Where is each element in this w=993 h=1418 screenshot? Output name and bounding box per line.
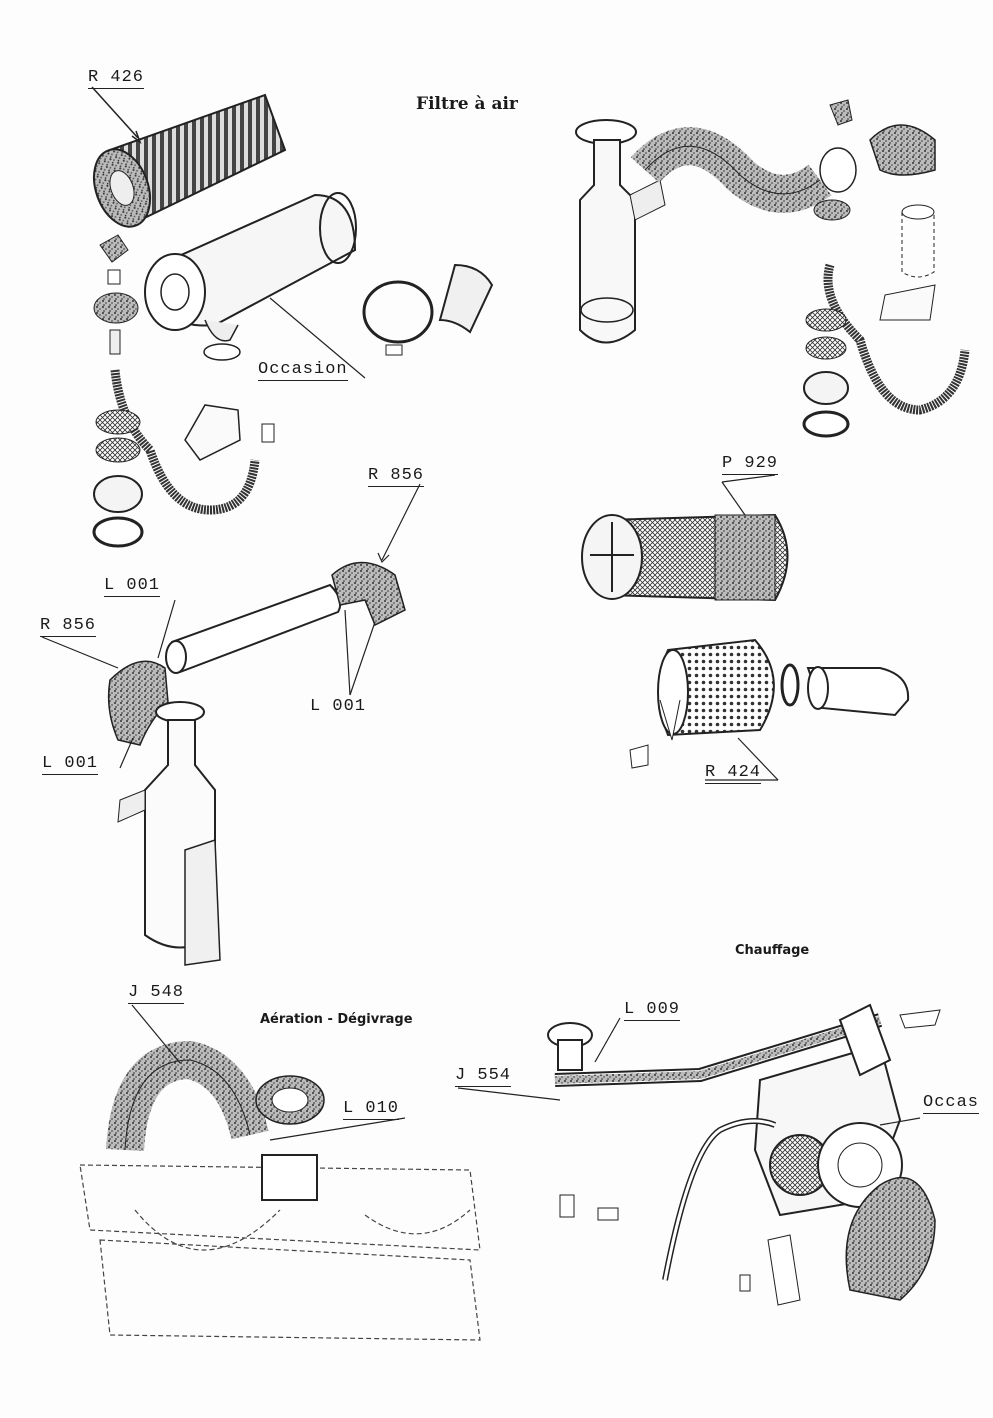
heater-tap-elbow: [838, 1003, 941, 1077]
intake-elbow-right: [780, 663, 910, 717]
part-label-l001-top: L 001: [104, 576, 161, 597]
defrost-duct: [261, 1154, 318, 1201]
flange-gasket: [255, 1075, 325, 1125]
part-label-occasion-heater: Occas: [923, 1093, 980, 1114]
air-filter-housing: [144, 192, 357, 361]
j548-ventilation-hose: [106, 1040, 269, 1152]
r426-filter-element: [92, 93, 287, 228]
bracket-left: [184, 404, 241, 461]
part-label-occasion-air: Occasion: [258, 360, 348, 381]
part-label-r424: R 424: [705, 763, 762, 784]
part-label-l009: L 009: [624, 1000, 681, 1021]
clamp-plate: [438, 263, 494, 334]
elbow-fittings-top-right: [813, 99, 936, 221]
r855-elbow: [331, 561, 406, 627]
section-title-heating: Chauffage: [735, 943, 810, 958]
filter-discs-right: [802, 308, 850, 438]
heater-outlet-duct: [845, 1176, 936, 1301]
r424-filter-element: [657, 638, 775, 741]
sediment-bowl: [879, 204, 936, 321]
intake-hose-top: [630, 127, 832, 213]
small-fittings-left: [93, 234, 139, 355]
section-title-air-filter: Filtre à air: [416, 94, 518, 114]
vacuum-hose-right: [823, 263, 970, 415]
r856-elbow: [107, 660, 169, 746]
hose-clamp: [362, 280, 434, 356]
section-title-ventilation: Aération - Dégivrage: [260, 1012, 413, 1027]
small-hardware-bottom: [559, 1194, 801, 1306]
part-label-r426: R 426: [88, 68, 145, 89]
part-label-p929: P 929: [722, 454, 779, 475]
part-label-l010: L 010: [343, 1099, 400, 1120]
air-filter-housing-lower: [117, 701, 221, 966]
part-label-r855: R 856: [368, 466, 425, 487]
part-label-j554: J 554: [455, 1066, 512, 1087]
heater-inlet-elbow: [547, 1022, 593, 1071]
filter-discs-left: [92, 409, 144, 548]
part-label-l001-middle: L 001: [310, 697, 367, 716]
intake-tube: [165, 583, 342, 674]
part-label-l001-lower: L 001: [42, 754, 99, 775]
oil-bath-air-filter: [575, 119, 666, 344]
dashboard-outline: [79, 1164, 481, 1341]
p929-filter-cartridge: [581, 513, 789, 602]
part-label-r856: R 856: [40, 616, 97, 637]
part-label-j548: J 548: [128, 983, 185, 1004]
